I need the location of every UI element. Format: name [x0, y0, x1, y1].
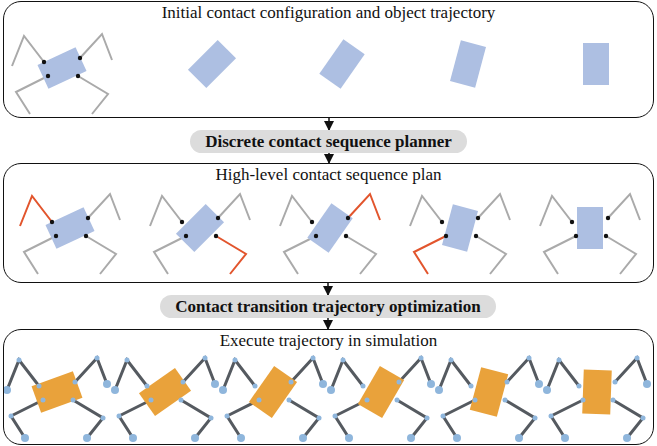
process-pill: Contact transition trajectory optimizati… [160, 295, 496, 318]
flow-arrow [328, 118, 330, 130]
flow-arrow [328, 153, 330, 163]
stage-panel: High-level contact sequence plan [3, 163, 654, 283]
panel-heading: Execute trajectory in simulation [4, 331, 653, 350]
flow-arrow [327, 318, 329, 329]
panel-heading: Initial contact configuration and object… [4, 3, 653, 22]
process-pill: Discrete contact sequence planner [190, 130, 467, 153]
panel-heading: High-level contact sequence plan [4, 165, 653, 184]
stage-panel: Initial contact configuration and object… [3, 1, 654, 118]
stage-panel: Execute trajectory in simulation [3, 329, 654, 445]
step-label: Discrete contact sequence planner [204, 132, 453, 151]
step-label: Contact transition trajectory optimizati… [174, 297, 482, 316]
flow-arrow [327, 283, 329, 295]
